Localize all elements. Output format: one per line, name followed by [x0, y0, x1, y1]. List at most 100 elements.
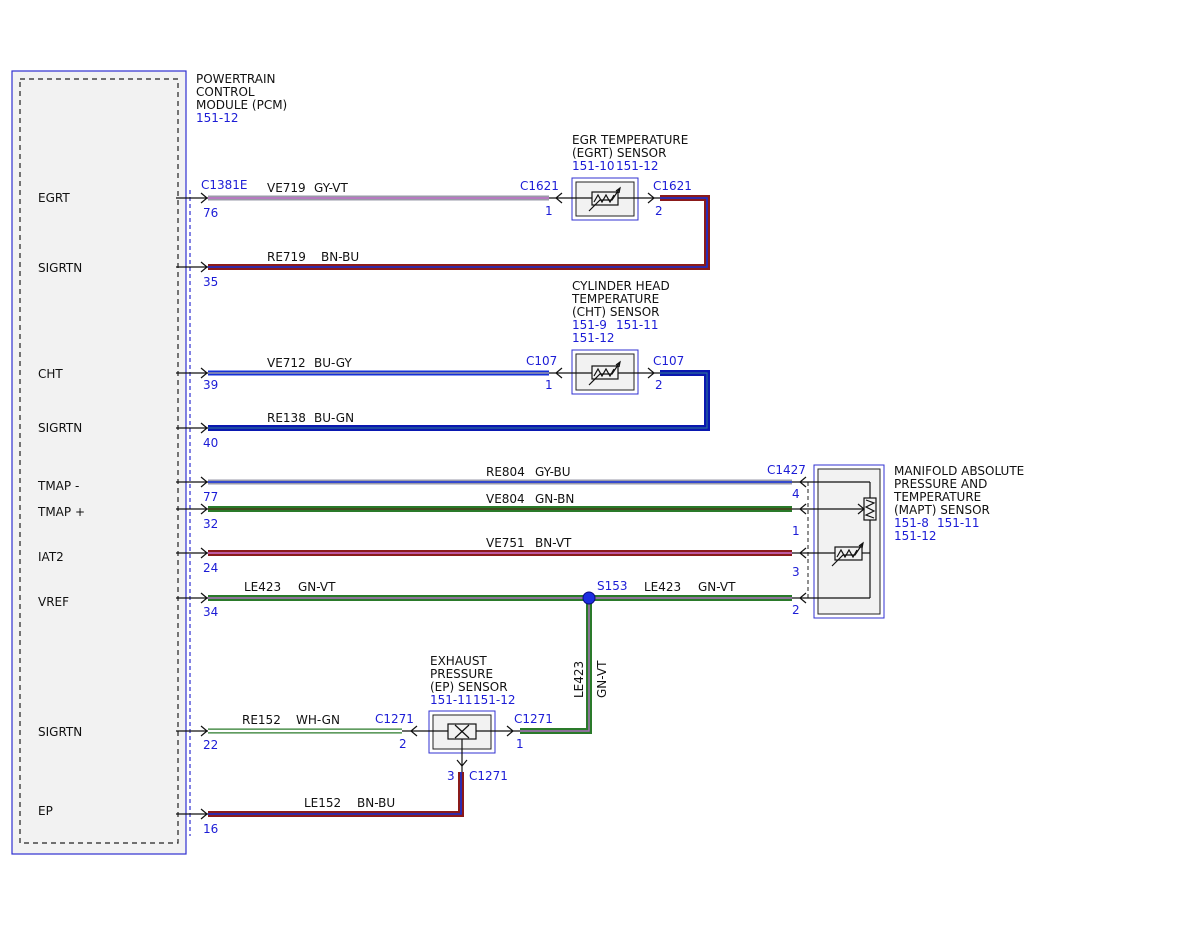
pcm-pin-labels: EGRT SIGRTN CHT SIGRTN TMAP - TMAP + IAT… — [37, 191, 85, 818]
wire-circuit-label: LE152 — [304, 796, 341, 810]
wire-le423[interactable] — [208, 595, 792, 734]
pcm-pin-stubs — [176, 192, 208, 820]
wire-circuit-label: RE804 — [486, 465, 525, 479]
pcm-pin-number: 22 — [203, 738, 218, 752]
egrt-sensor[interactable] — [549, 177, 660, 221]
wire-circuit-label: VE712 — [267, 356, 306, 370]
mapt-pin-number: 1 — [792, 524, 800, 538]
pcm-pin-label: SIGRTN — [38, 261, 82, 275]
ep-connector-label: C1271 — [469, 769, 508, 783]
mapt-connector-label: C1427 — [767, 463, 806, 477]
pcm-pin-label: VREF — [38, 595, 69, 609]
mapt-ref: 151-11 — [937, 516, 980, 530]
pcm-pin-label: TMAP + — [37, 505, 85, 519]
wire-color-label: BU-GY — [314, 356, 352, 370]
mapt-title-line: TEMPERATURE — [893, 490, 981, 504]
wire-circuit-label: LE423 — [244, 580, 281, 594]
ep-sensor[interactable] — [402, 710, 520, 772]
wire-color-label: GN-VT — [298, 580, 336, 594]
cht-ref: 151-12 — [572, 331, 615, 345]
egrt-pin-number: 2 — [655, 204, 663, 218]
cht-sensor[interactable] — [549, 349, 660, 395]
pcm-pin-label: SIGRTN — [38, 725, 82, 739]
pcm-pin-number: 32 — [203, 517, 218, 531]
wire-circuit-label: LE423 — [644, 580, 681, 594]
mapt-title-line: PRESSURE AND — [894, 477, 987, 491]
wire-re719[interactable] — [208, 195, 710, 270]
pcm-ref: 151-12 — [196, 111, 239, 125]
wire-color-label: GY-BU — [535, 465, 571, 479]
wire-color-label: BU-GN — [314, 411, 354, 425]
wire-color-label: BN-VT — [535, 536, 572, 550]
wire-labels: VE719 GY-VT RE719 BN-BU VE712 BU-GY RE13… — [242, 181, 736, 810]
cht-pin-number: 2 — [655, 378, 663, 392]
egrt-ref: 151-10 — [572, 159, 615, 173]
wire-color-label: WH-GN — [296, 713, 340, 727]
pcm-pin-number: 35 — [203, 275, 218, 289]
egrt-pin-number: 1 — [545, 204, 553, 218]
ep-connector-label: C1271 — [375, 712, 414, 726]
cht-title-line: CYLINDER HEAD — [572, 279, 670, 293]
pcm-title-line: CONTROL — [196, 85, 255, 99]
ep-pin-number: 1 — [516, 737, 524, 751]
ep-pin-number: 3 — [447, 769, 455, 783]
cht-ref: 151-9 — [572, 318, 607, 332]
pcm-title: POWERTRAIN CONTROL MODULE (PCM) 151-12 C… — [196, 72, 287, 192]
pcm-pin-label: CHT — [38, 367, 63, 381]
wire-circuit-label: RE138 — [267, 411, 306, 425]
cht-title-line: (CHT) SENSOR — [572, 305, 660, 319]
wire-le152[interactable] — [208, 772, 464, 817]
egrt-labels: EGR TEMPERATURE (EGRT) SENSOR 151-10 151… — [520, 133, 692, 218]
wire-circuit-label: VE751 — [486, 536, 525, 550]
pcm-pin-number: 39 — [203, 378, 218, 392]
pcm-pin-number: 40 — [203, 436, 218, 450]
pcm-pin-numbers: 76 35 39 40 77 32 24 34 22 16 — [203, 206, 218, 836]
ep-title-line: EXHAUST — [430, 654, 487, 668]
splice-label: S153 — [597, 579, 628, 593]
pcm-pin-label: TMAP - — [37, 479, 79, 493]
mapt-title-line: (MAPT) SENSOR — [894, 503, 990, 517]
pcm-title-line: POWERTRAIN — [196, 72, 276, 86]
wire-circuit-label: RE719 — [267, 250, 306, 264]
wire-circuit-label: VE719 — [267, 181, 306, 195]
wire-color-label: BN-BU — [321, 250, 359, 264]
splice-s153[interactable]: S153 — [582, 579, 628, 605]
pcm-pin-label: EP — [38, 804, 53, 818]
mapt-pin-number: 2 — [792, 603, 800, 617]
wire-circuit-label: RE152 — [242, 713, 281, 727]
egrt-title-line: (EGRT) SENSOR — [572, 146, 666, 160]
ep-ref: 151-12 — [473, 693, 516, 707]
egrt-ref: 151-12 — [616, 159, 659, 173]
ep-title-line: PRESSURE — [430, 667, 493, 681]
wire-color-label: GN-VT — [698, 580, 736, 594]
pcm-module[interactable] — [11, 70, 191, 855]
cht-ref: 151-11 — [616, 318, 659, 332]
wire-color-label: GY-VT — [314, 181, 348, 195]
cht-connector-label: C107 — [653, 354, 684, 368]
cht-title-line: TEMPERATURE — [571, 292, 659, 306]
mapt-title-line: MANIFOLD ABSOLUTE — [894, 464, 1024, 478]
pcm-pin-number: 77 — [203, 490, 218, 504]
wire-color-label: GN-VT — [595, 660, 609, 698]
mapt-ref: 151-12 — [894, 529, 937, 543]
pcm-pin-number: 76 — [203, 206, 218, 220]
egrt-title-line: EGR TEMPERATURE — [572, 133, 688, 147]
mapt-pin-number: 4 — [792, 487, 800, 501]
mapt-sensor[interactable] — [792, 464, 885, 619]
ep-connector-label: C1271 — [514, 712, 553, 726]
mapt-labels: MANIFOLD ABSOLUTE PRESSURE AND TEMPERATU… — [767, 463, 1024, 617]
pcm-pin-number: 34 — [203, 605, 218, 619]
wire-re138[interactable] — [208, 370, 710, 431]
wire-color-label: GN-BN — [535, 492, 574, 506]
pcm-pin-number: 24 — [203, 561, 218, 575]
pcm-pin-label: SIGRTN — [38, 421, 82, 435]
wire-circuit-label: LE423 — [572, 661, 586, 698]
pcm-pin-label: EGRT — [38, 191, 70, 205]
pcm-pin-number: 16 — [203, 822, 218, 836]
mapt-pin-number: 3 — [792, 565, 800, 579]
wire-circuit-label: VE804 — [486, 492, 525, 506]
egrt-connector-label: C1621 — [520, 179, 559, 193]
wire-color-label: BN-BU — [357, 796, 395, 810]
ep-pin-number: 2 — [399, 737, 407, 751]
